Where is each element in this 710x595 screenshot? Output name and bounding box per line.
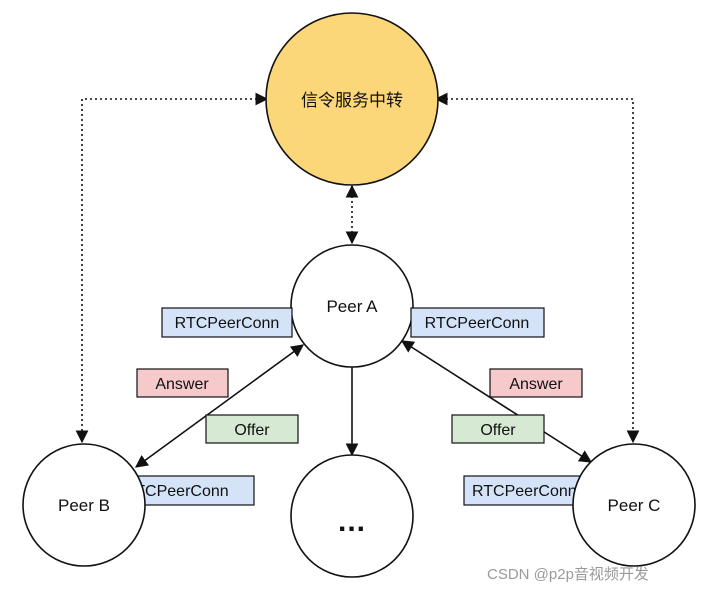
connection-a-b bbox=[134, 344, 305, 468]
signal-server-node: 信令服务中转 bbox=[265, 12, 439, 186]
rtc-tag-peer-c: RTCPeerConn bbox=[463, 475, 595, 506]
peer-a-node: Peer A bbox=[290, 244, 414, 368]
rtc-tag-right-box bbox=[410, 307, 545, 338]
more-peers-node: ... bbox=[290, 454, 414, 578]
offer-tag-left: Offer bbox=[205, 414, 299, 444]
rtc-tag-left: RTCPeerConn bbox=[161, 307, 293, 338]
offer-tag-right-label: Offer bbox=[480, 422, 516, 439]
answer-tag-right: Answer bbox=[489, 368, 583, 398]
signal-link-peer-c bbox=[434, 92, 640, 444]
rtc-tag-left-box bbox=[161, 307, 293, 338]
offer-tag-left-box bbox=[205, 414, 299, 444]
offer-tag-right-box bbox=[451, 414, 545, 444]
answer-tag-left: Answer bbox=[136, 368, 229, 398]
connection-a-c bbox=[400, 340, 593, 463]
peer-c-label: Peer C bbox=[608, 496, 661, 515]
offer-tag-right: Offer bbox=[451, 414, 545, 444]
peer-a-label: Peer A bbox=[326, 297, 378, 316]
peer-a-circle bbox=[290, 244, 414, 368]
answer-tag-right-box bbox=[489, 368, 583, 398]
more-peers-circle bbox=[290, 454, 414, 578]
peer-b-label: Peer B bbox=[58, 496, 110, 515]
answer-tag-right-label: Answer bbox=[509, 376, 563, 393]
signal-server-label: 信令服务中转 bbox=[301, 91, 403, 110]
rtc-tag-right: RTCPeerConn bbox=[410, 307, 545, 338]
more-peers-label: ... bbox=[338, 505, 366, 538]
peer-b-circle bbox=[22, 443, 146, 567]
peer-b-node: Peer B bbox=[22, 443, 146, 567]
signal-link-peer-b bbox=[75, 92, 269, 444]
signal-server-circle bbox=[265, 12, 439, 186]
peer-c-node: Peer C bbox=[572, 443, 696, 567]
peer-c-circle bbox=[572, 443, 696, 567]
answer-tag-left-label: Answer bbox=[155, 376, 209, 393]
offer-tag-left-label: Offer bbox=[234, 422, 270, 439]
rtc-tag-left-label: RTCPeerConn bbox=[175, 315, 280, 332]
rtc-tag-peer-c-box bbox=[463, 475, 595, 506]
rtc-tag-peer-b-label: RTCPeerConn bbox=[124, 483, 229, 500]
watermark-text: CSDN @p2p音视频开发 bbox=[487, 566, 649, 583]
answer-tag-left-box bbox=[136, 368, 229, 398]
rtc-tag-peer-c-label: RTCPeerConn bbox=[472, 483, 577, 500]
rtc-tag-right-label: RTCPeerConn bbox=[425, 315, 530, 332]
